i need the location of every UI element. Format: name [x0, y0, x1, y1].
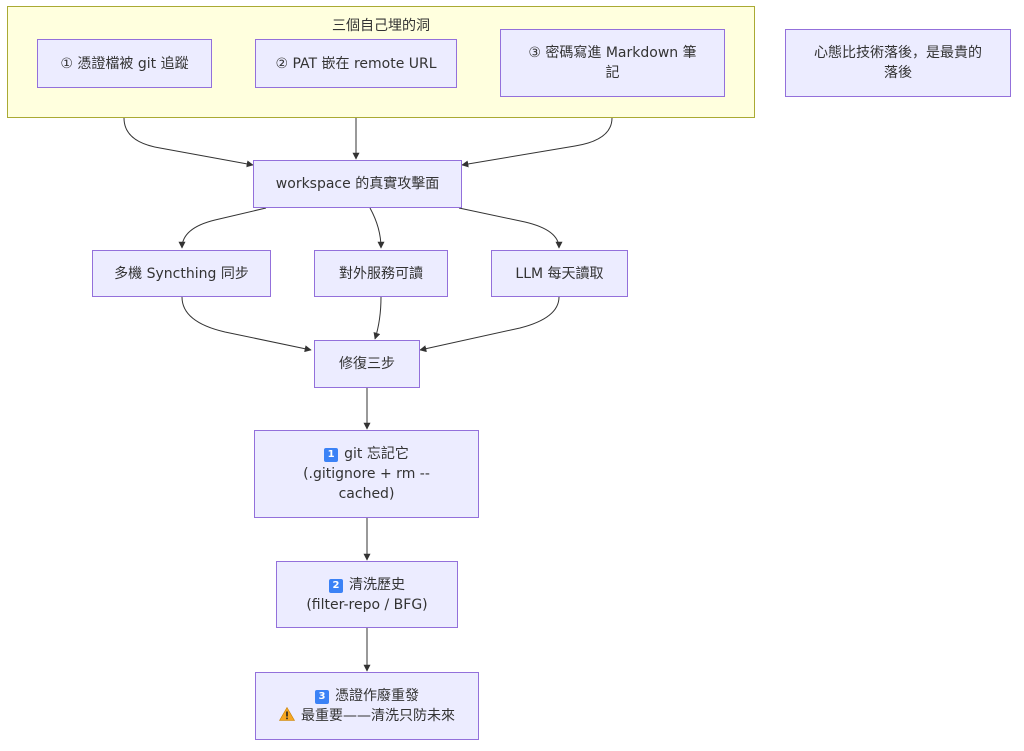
node-label: 對外服務可讀: [339, 265, 423, 282]
number-3-badge: 3: [315, 690, 329, 704]
edge-surface-llm: [458, 207, 563, 249]
node-label-line3: cached): [338, 486, 395, 502]
node-hole-credential-tracked: ① 憑證檔被 git 追蹤: [37, 39, 212, 88]
edge-surface-external: [369, 207, 385, 249]
node-attack-surface: workspace 的真實攻擊面: [253, 160, 462, 208]
node-label-line2: 最重要——清洗只防未來: [279, 706, 455, 726]
edge-hole3-surface: [461, 97, 613, 168]
node-syncthing: 多機 Syncthing 同步: [92, 250, 271, 297]
node-label: LLM 每天讀取: [515, 265, 604, 282]
edge-hole1-surface: [123, 88, 254, 168]
warning-icon: [279, 707, 295, 721]
node-hole-password-markdown: ③ 密碼寫進 Markdown 筆 記: [500, 29, 725, 97]
node-label-line2: 記: [605, 65, 620, 81]
node-external-service: 對外服務可讀: [314, 250, 448, 297]
edge-external-fix: [373, 296, 382, 340]
node-label-line2: (filter-repo / BFG): [306, 596, 428, 613]
node-label: 多機 Syncthing 同步: [114, 265, 249, 282]
node-label: workspace 的真實攻擊面: [275, 176, 440, 192]
node-label-line2: 落後: [884, 65, 912, 81]
edge-surface-sync: [178, 207, 267, 249]
number-1-badge: 1: [324, 448, 339, 462]
number-2-badge: 2: [329, 578, 343, 593]
node-label-line2: (.gitignore + rm --: [303, 466, 430, 482]
node-llm-daily: LLM 每天讀取: [491, 250, 628, 297]
cluster-title: 三個自己埋的洞: [332, 18, 430, 34]
node-label: ② PAT 嵌在 remote URL: [275, 55, 437, 72]
node-hole-pat-in-url: ② PAT 嵌在 remote URL: [255, 39, 457, 88]
node-mindset-note: 心態比技術落後，是最貴的 落後: [785, 29, 1011, 97]
edge-llm-fix: [419, 296, 560, 353]
node-label: 修復三步: [339, 356, 395, 372]
node-label: ① 憑證檔被 git 追蹤: [60, 55, 189, 72]
node-label-line1: 心態比技術落後，是最貴的: [814, 45, 982, 61]
node-fix-three-steps: 修復三步: [314, 340, 420, 388]
node-label-line1: ③ 密碼寫進 Markdown 筆: [528, 45, 697, 61]
edge-sync-fix: [181, 296, 312, 353]
